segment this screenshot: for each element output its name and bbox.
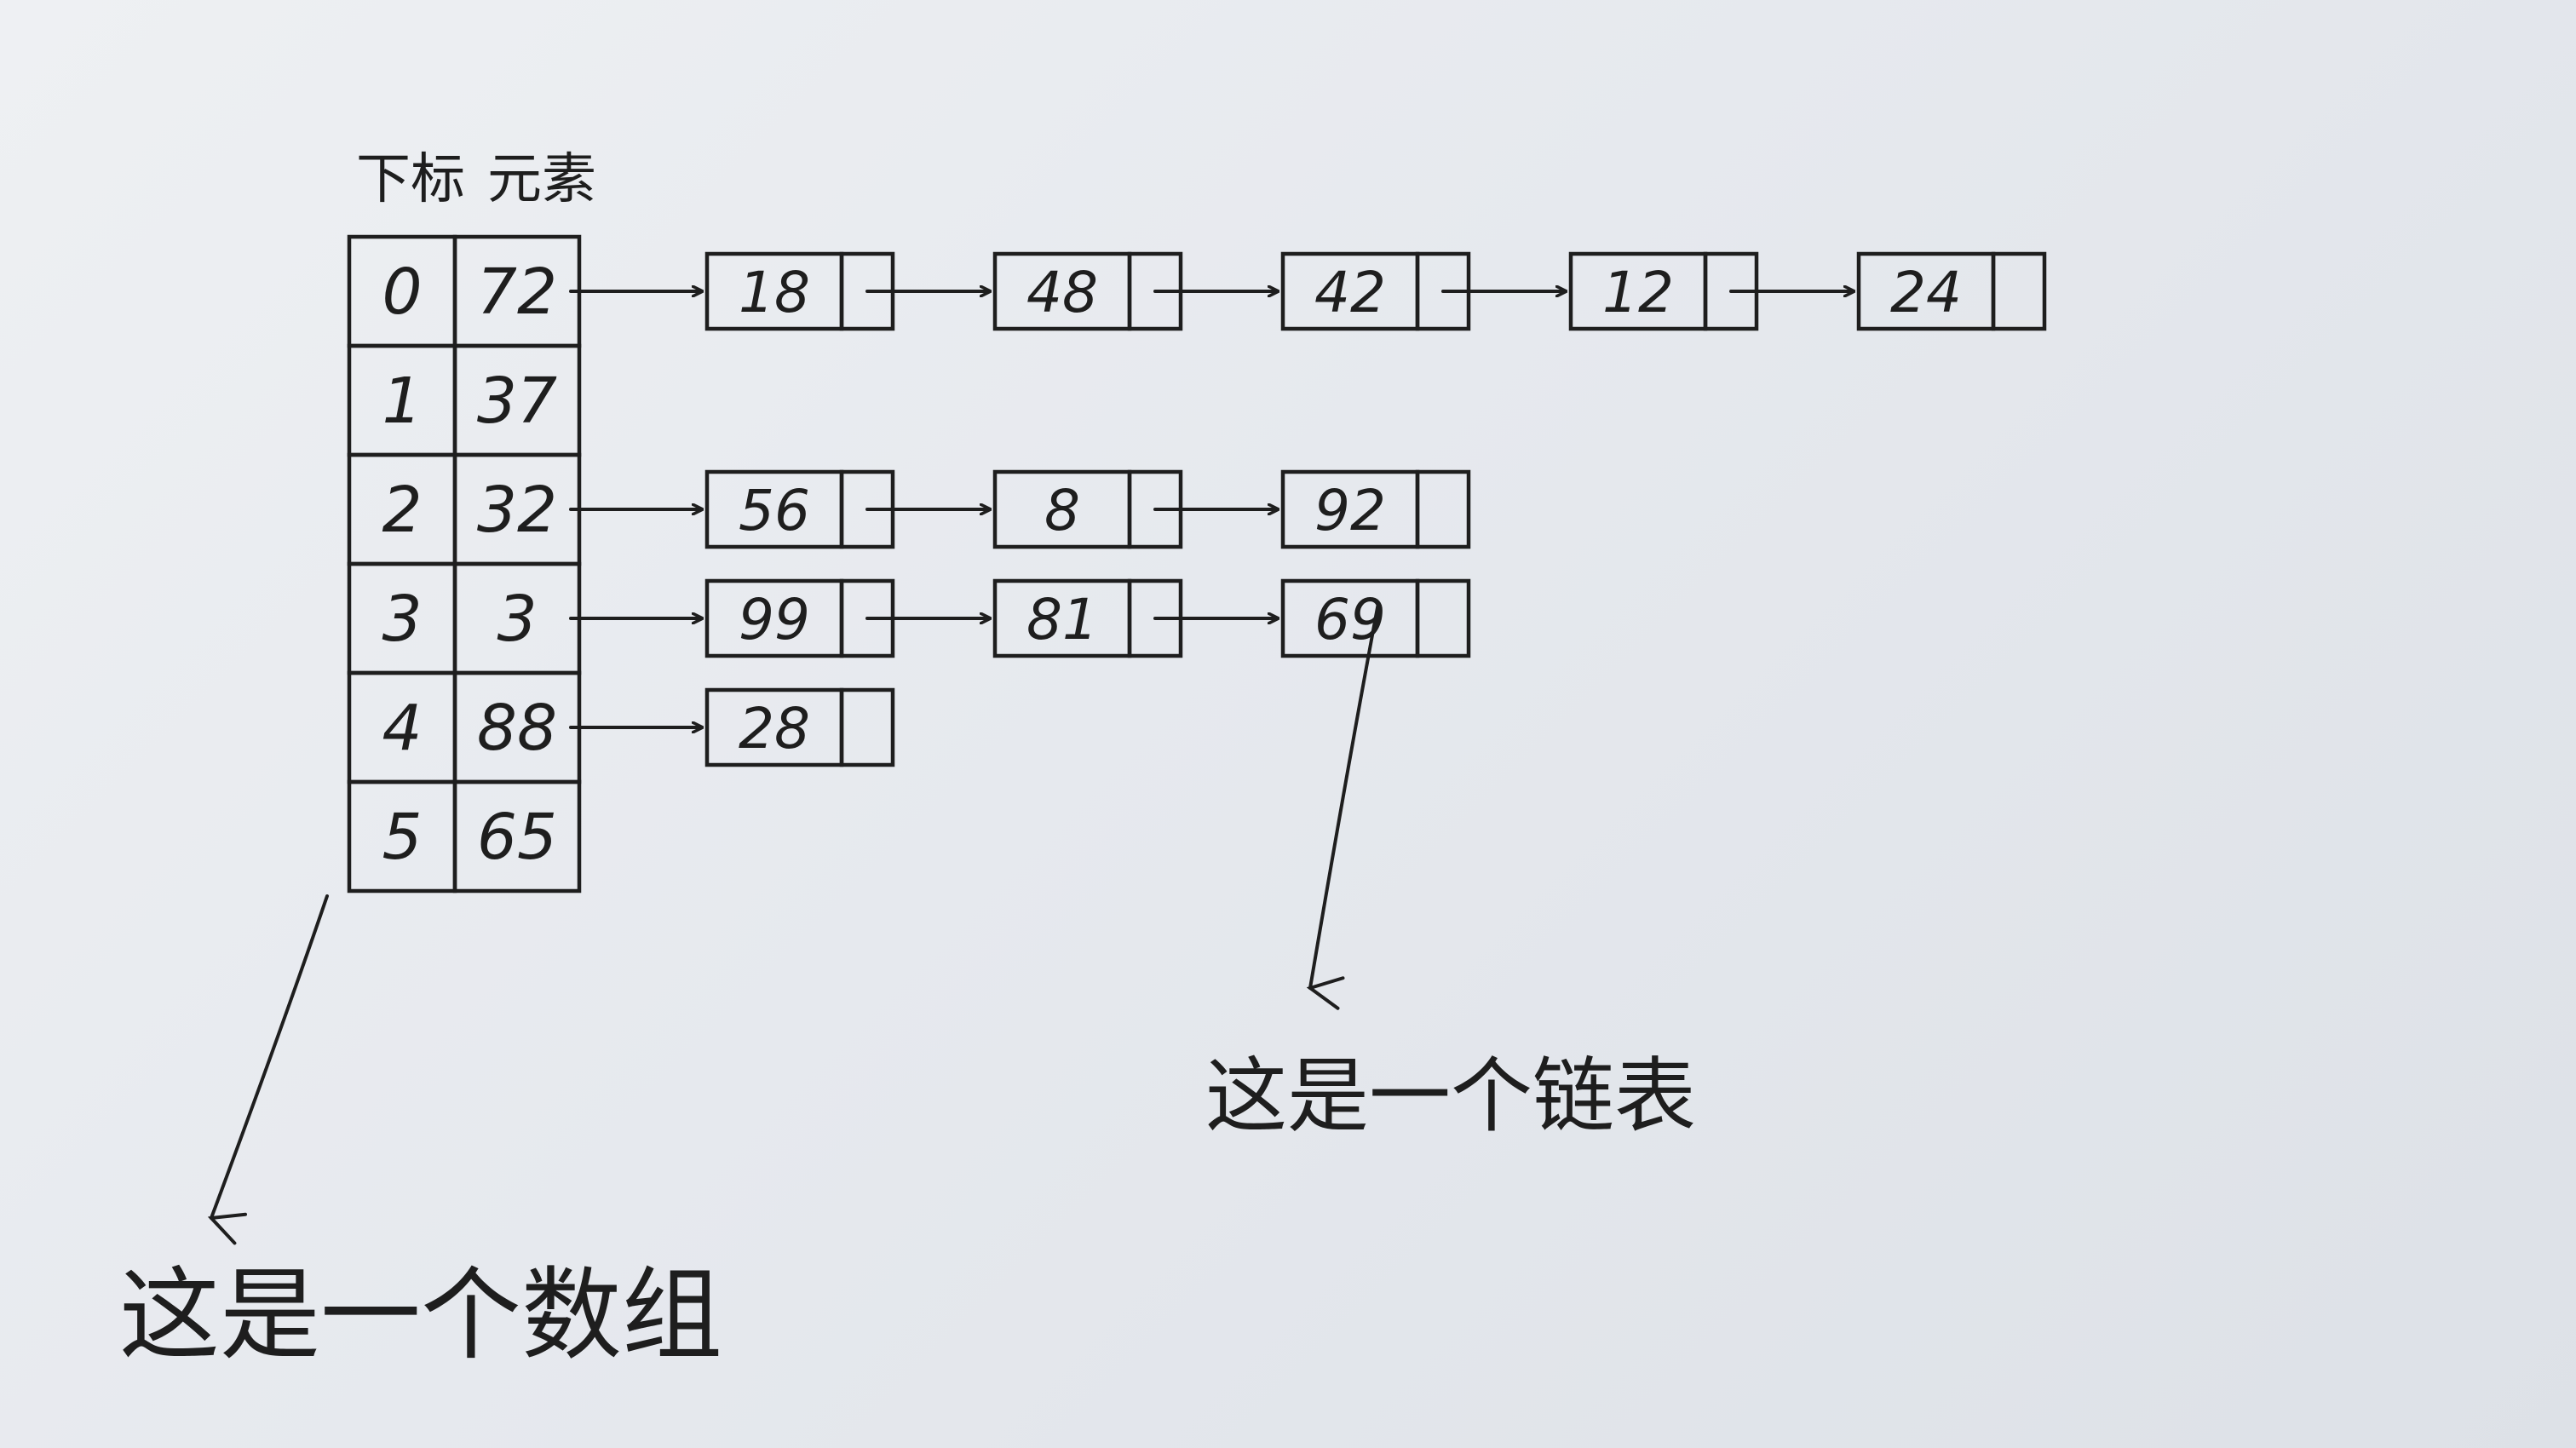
node-value: 81 [1026,587,1098,652]
list-node: 48 [992,251,1279,331]
list-node: 81 [992,578,1279,658]
array-row: 2 32 [347,452,582,566]
node-value: 8 [1044,478,1080,543]
value-label: 37 [477,365,557,438]
node-value: 92 [1314,478,1386,543]
list-note-arrow [1310,601,1380,988]
value-label: 88 [477,692,557,765]
index-label: 4 [382,692,422,765]
value-label: 3 [497,583,537,656]
node-value: 24 [1890,260,1962,325]
index-label: 0 [382,256,422,329]
node-value: 56 [739,478,810,543]
list-node: 99 [704,578,992,658]
linked-list: 56 8 92 [569,469,1471,549]
node-value: 28 [739,696,810,761]
array-note: 这是一个数组 [119,1256,722,1374]
list-node: 8 [992,469,1279,549]
element-header: 元素 [487,148,596,211]
array-row: 4 88 [347,670,582,784]
index-label: 5 [382,801,422,874]
array-note-arrow [211,894,329,1218]
node-pointer-cell [1415,578,1471,658]
node-value: 42 [1314,260,1386,325]
value-label: 72 [477,256,557,329]
list-node: 12 [1568,251,1855,331]
node-pointer-cell [839,687,895,767]
node-pointer-cell [1991,251,2047,331]
node-value: 18 [739,260,810,325]
list-node: 92 [1280,469,1471,549]
list-note: 这是一个链表 [1205,1049,1696,1144]
value-cell [452,779,582,894]
node-pointer-cell [1415,469,1471,549]
linked-list: 18 48 42 12 24 [569,251,2047,331]
linked-list: 28 [569,687,895,767]
array-row: 5 65 [347,779,582,894]
list-node: 24 [1856,251,2047,331]
array-row: 1 37 [347,343,582,457]
index-header: 下标 [356,148,465,211]
list-node: 28 [704,687,895,767]
index-label: 3 [382,583,422,656]
index-label: 1 [382,365,422,438]
value-label: 65 [477,801,557,874]
node-value: 12 [1602,260,1674,325]
list-node: 18 [704,251,992,331]
value-label: 32 [477,474,557,547]
node-value: 99 [739,587,810,652]
node-value: 48 [1026,260,1098,325]
index-label: 2 [382,474,422,547]
list-node: 42 [1280,251,1567,331]
array-row: 0 72 [347,234,582,348]
list-node: 56 [704,469,992,549]
